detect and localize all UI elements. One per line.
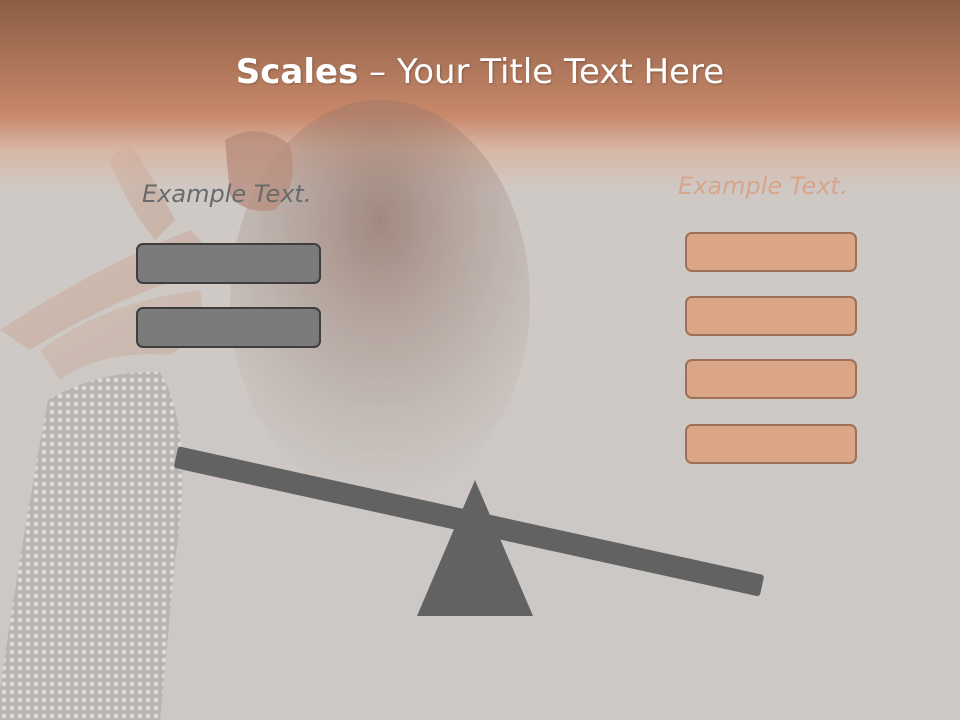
title-bold: Scales bbox=[235, 52, 359, 92]
woman-photo bbox=[0, 100, 530, 720]
right-example-label: Example Text. bbox=[678, 172, 848, 200]
slide-title: Scales – Your Title Text Here bbox=[0, 52, 960, 92]
title-rest: – Your Title Text Here bbox=[358, 52, 725, 92]
right-text-box-1 bbox=[685, 232, 857, 272]
scale-fulcrum bbox=[417, 480, 533, 616]
right-text-box-2 bbox=[685, 296, 857, 336]
left-example-label: Example Text. bbox=[142, 180, 312, 208]
right-text-box-3 bbox=[685, 359, 857, 399]
left-text-box-2 bbox=[136, 307, 321, 348]
right-text-box-4 bbox=[685, 424, 857, 464]
left-text-box-1 bbox=[136, 243, 321, 284]
